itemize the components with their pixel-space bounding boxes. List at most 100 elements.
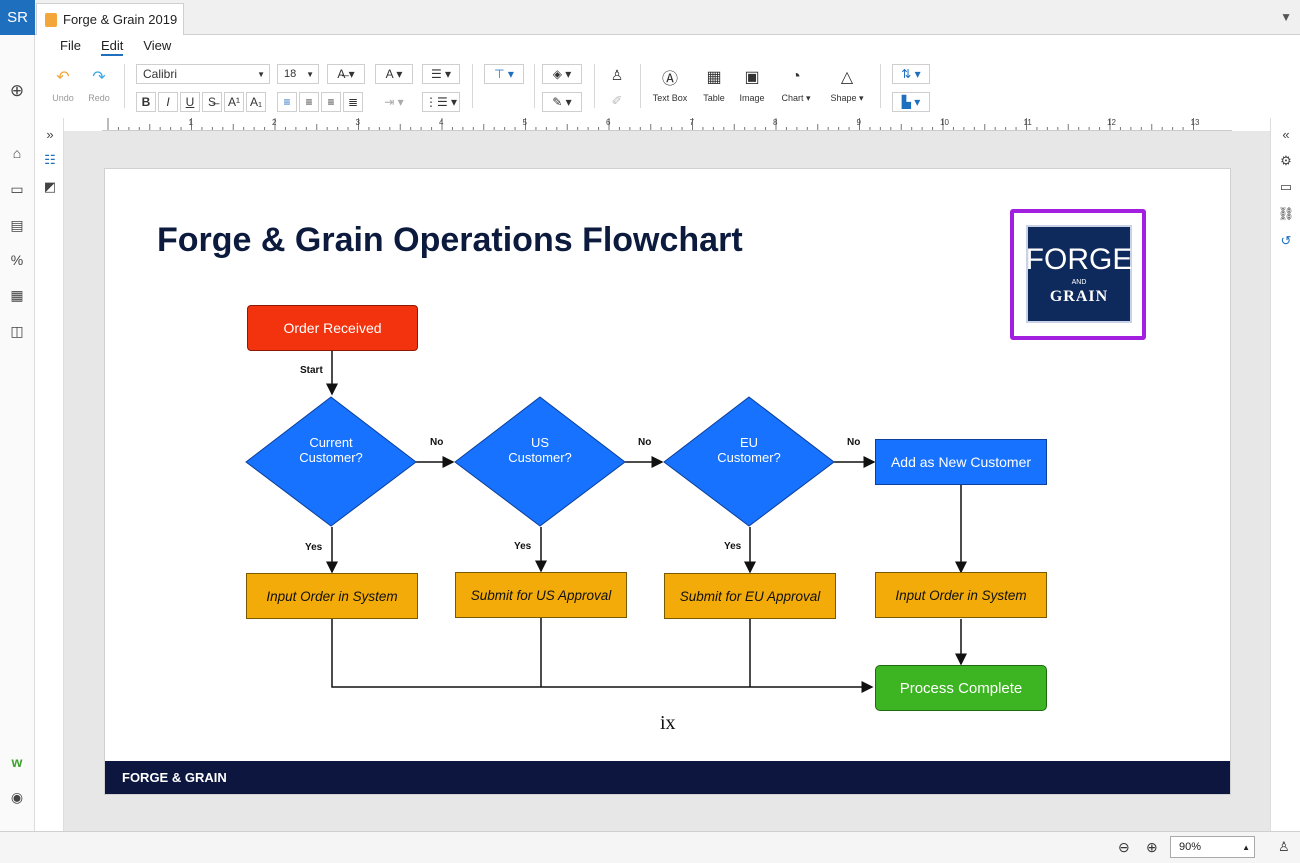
logo-selection-frame[interactable]: FORGE AND GRAIN [1010, 209, 1146, 340]
clear-format-button[interactable]: A̶ ▾ [327, 64, 365, 84]
zoom-in-icon[interactable]: ⊕ [1146, 839, 1158, 855]
comment-icon[interactable]: ▭ [1279, 179, 1293, 194]
undo-label: Undo [52, 93, 74, 103]
document-tab[interactable]: Forge & Grain 2019 [36, 3, 184, 35]
menu-edit[interactable]: Edit [100, 38, 124, 56]
vertical-align-button[interactable]: ⊤ ▾ [484, 64, 524, 84]
indent-button[interactable]: ⇥ ▾ [375, 92, 413, 112]
node-submit-us[interactable]: Submit for US Approval [455, 572, 627, 618]
decision-current-customer[interactable] [245, 396, 417, 527]
ruler-label: 13 [1190, 118, 1200, 127]
align-objects-button[interactable]: ▙ ▾ [892, 92, 930, 112]
node-input-order-2[interactable]: Input Order in System [875, 572, 1047, 618]
ruler-label: 8 [773, 118, 778, 127]
tab-menu-chevron-icon[interactable]: ▼ [1280, 10, 1292, 24]
account-icon[interactable]: ◉ [10, 788, 24, 805]
presentation-file-icon [45, 12, 57, 27]
subscript-button[interactable]: A₁ [246, 92, 266, 112]
align-left-button[interactable]: ≡ [277, 92, 297, 112]
outline-icon[interactable]: ☷ [44, 152, 56, 167]
font-family-select[interactable]: Calibri ▼ [136, 64, 270, 84]
format-painter-icon[interactable]: ♙ [610, 66, 624, 83]
numbered-list-button[interactable]: ⋮☰ ▾ [422, 92, 460, 112]
add-icon[interactable]: ⊕ [9, 81, 25, 100]
user-badge[interactable]: SR [0, 0, 35, 35]
table-icon[interactable]: ▦ [706, 69, 722, 86]
node-input-order-1[interactable]: Input Order in System [246, 573, 418, 619]
align-right-button[interactable]: ≡ [321, 92, 341, 112]
calendar-icon[interactable]: ▦ [10, 286, 24, 303]
ruler-label: 12 [1107, 118, 1116, 127]
node-submit-eu[interactable]: Submit for EU Approval [664, 573, 836, 619]
chart-label[interactable]: Chart ▾ [781, 93, 811, 103]
table-label[interactable]: Table [703, 93, 725, 103]
decision-label-3-line1: EU [739, 435, 759, 450]
gear-icon[interactable]: ⚙ [1280, 153, 1292, 168]
zoom-out-icon[interactable]: ⊖ [1118, 839, 1130, 855]
redo-icon[interactable]: ↷ [92, 69, 106, 86]
undo-icon[interactable]: ↶ [56, 69, 70, 86]
justify-button[interactable]: ≣ [343, 92, 363, 112]
decision-eu-customer[interactable] [663, 396, 835, 527]
ruler-label: 5 [522, 118, 527, 127]
italic-button[interactable]: I [158, 92, 178, 112]
decision-us-customer[interactable] [454, 396, 626, 527]
superscript-button[interactable]: A¹ [224, 92, 244, 112]
superscript-icon: A¹ [228, 95, 240, 109]
arrange-button[interactable]: ⇅ ▾ [892, 64, 930, 84]
bullet-list-button[interactable]: ☰ ▾ [422, 64, 460, 84]
shape-icon[interactable]: △ [840, 69, 854, 86]
slide-title[interactable]: Forge & Grain Operations Flowchart [157, 221, 743, 259]
folder-icon[interactable]: ▭ [10, 180, 24, 197]
bold-button[interactable]: B [136, 92, 156, 112]
align-center-button[interactable]: ≡ [299, 92, 319, 112]
fill-color-button[interactable]: ◈ ▾ [542, 64, 582, 84]
link-icon[interactable]: ⛓ [1277, 206, 1295, 221]
text-effect-button[interactable]: A ▾ [375, 64, 413, 84]
flowchart-connectors [245, 351, 967, 693]
percent-icon[interactable]: % [10, 252, 24, 268]
slide[interactable]: Forge & Grain Operations Flowchart FORGE… [104, 168, 1231, 795]
edge-label-no-3: No [847, 437, 861, 448]
font-size-value: 18 [284, 68, 297, 80]
node-order-received[interactable]: Order Received [247, 305, 418, 351]
edit-image-icon[interactable]: ✐ [611, 93, 623, 108]
node-process-complete[interactable]: Process Complete [875, 665, 1047, 711]
font-size-select[interactable]: 18 ▼ [277, 64, 319, 84]
image-label[interactable]: Image [739, 93, 765, 103]
menu-view[interactable]: View [143, 38, 172, 53]
decision-label-2-line1: US [530, 435, 550, 450]
underline-icon: U [185, 95, 195, 109]
expand-panel-icon[interactable]: » [46, 126, 54, 142]
shape-label[interactable]: Shape ▾ [830, 93, 864, 103]
brand-w-icon[interactable]: w [11, 754, 23, 770]
image-icon[interactable]: ▣ [744, 69, 760, 86]
home-icon[interactable]: ⌂ [12, 145, 22, 161]
chart-icon[interactable]: ◔ [791, 68, 801, 85]
underline-button[interactable]: U [180, 92, 200, 112]
menu-file[interactable]: File [60, 38, 81, 53]
strikethrough-icon: S̶ [207, 95, 216, 109]
text-box-icon[interactable]: Ⓐ [661, 71, 678, 88]
strikethrough-button[interactable]: S̶ [202, 92, 222, 112]
text-box-label[interactable]: Text Box [652, 93, 688, 103]
line-color-button[interactable]: ✎ ▾ [542, 92, 582, 112]
properties-panel: « ⚙ ▭ ⛓ ↺ [1270, 118, 1300, 831]
zoom-select[interactable]: 90% ▲ [1170, 836, 1255, 858]
history-icon[interactable]: ↺ [1280, 233, 1292, 248]
node-add-new-customer[interactable]: Add as New Customer [875, 439, 1047, 485]
company-logo[interactable]: FORGE AND GRAIN [1026, 225, 1132, 323]
clipboard-icon[interactable]: ◫ [10, 322, 24, 339]
title-bar [0, 0, 1300, 35]
slide-footer[interactable]: FORGE & GRAIN [105, 761, 1230, 794]
outline-panel: » ☷ ◩ [36, 118, 64, 831]
app-sidebar: ⊕ ⌂ ▭ ▤ % ▦ ◫ w ◉ ● [0, 35, 35, 863]
slides-icon[interactable]: ◩ [43, 179, 57, 194]
edge-label-yes-1: Yes [305, 542, 323, 553]
archive-icon[interactable]: ▤ [10, 216, 24, 233]
collapse-panel-icon[interactable]: « [1282, 126, 1290, 142]
ruler-label: 10 [940, 118, 949, 127]
page-number: ix [660, 712, 676, 734]
user-icon[interactable]: ♙ [1278, 839, 1290, 854]
